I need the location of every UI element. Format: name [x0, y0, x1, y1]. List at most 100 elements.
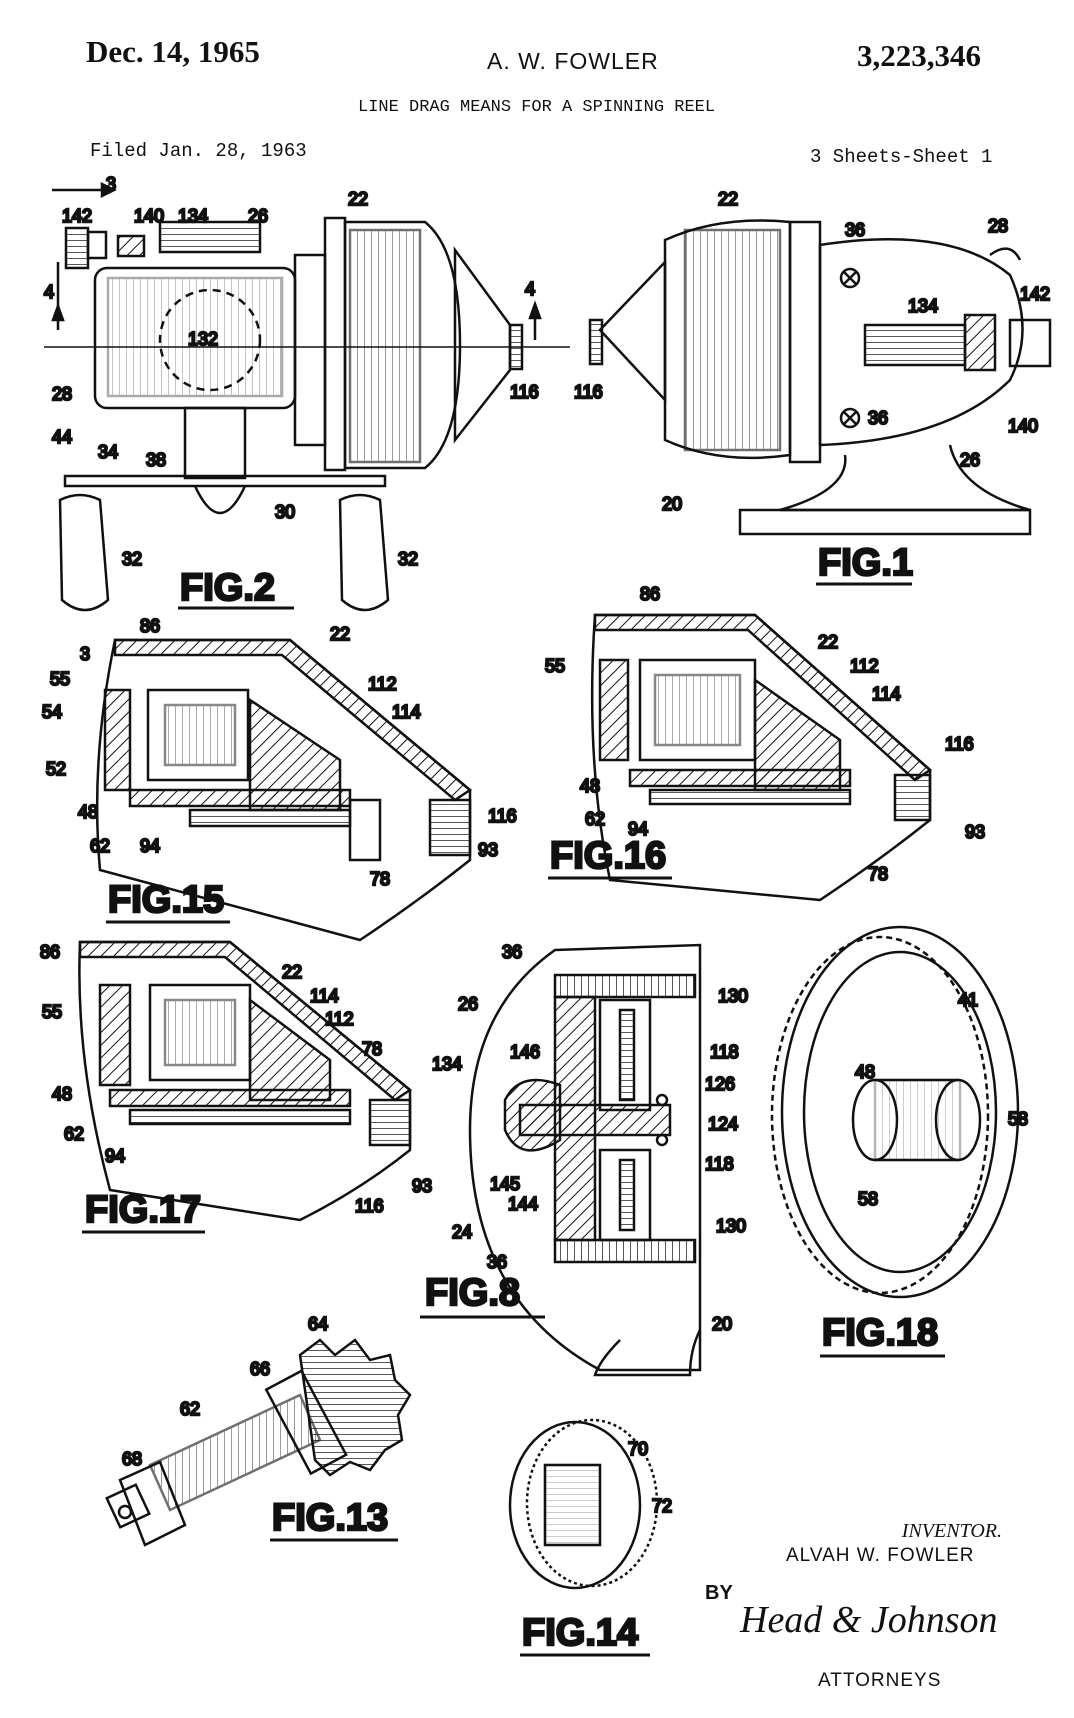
- fig15-label-94: 94: [140, 836, 160, 856]
- fig2-label-32-left: 32: [122, 549, 142, 569]
- fig16-label-114: 114: [872, 684, 901, 704]
- fig2-label-22: 22: [348, 189, 368, 209]
- fig13-title: FIG.13: [272, 1497, 388, 1539]
- fig16-drawing: [590, 613, 933, 902]
- fig8-label-36-bottom: 36: [487, 1252, 507, 1272]
- fig18-label-58-right: 58: [1008, 1109, 1028, 1129]
- fig18-title: FIG.18: [822, 1312, 938, 1354]
- fig2-label-30: 30: [275, 502, 295, 522]
- fig13-label-66: 66: [250, 1359, 270, 1379]
- fig8-title: FIG.8: [425, 1272, 520, 1314]
- inventor-short-name: A. W. FOWLER: [487, 48, 659, 74]
- fig8-label-124: 124: [708, 1114, 738, 1134]
- fig2-label-28: 28: [52, 384, 72, 404]
- fig1-label-36-top: 36: [845, 220, 865, 240]
- fig15-label-48: 48: [78, 802, 98, 822]
- fig13-label-64: 64: [308, 1314, 328, 1334]
- fig1-label-134: 134: [908, 296, 938, 316]
- fig8-label-20: 20: [712, 1314, 732, 1334]
- patent-number: 3,223,346: [857, 38, 981, 73]
- fig18-label-48: 48: [855, 1062, 875, 1082]
- fig8-label-118-bottom: 118: [705, 1154, 734, 1174]
- fig15-label-55: 55: [50, 669, 70, 689]
- fig15-drawing: [95, 638, 473, 942]
- fig17-label-94: 94: [105, 1146, 125, 1166]
- fig17-label-62: 62: [64, 1124, 84, 1144]
- fig8-label-145: 145: [490, 1174, 520, 1194]
- fig16-label-93: 93: [965, 822, 985, 842]
- fig18-label-58-bottom: 58: [858, 1189, 878, 1209]
- fig17-label-116: 116: [355, 1196, 384, 1216]
- patent-date: Dec. 14, 1965: [86, 34, 260, 69]
- fig2-label-34: 34: [98, 442, 118, 462]
- fig2-title: FIG.2: [180, 567, 275, 609]
- patent-title: LINE DRAG MEANS FOR A SPINNING REEL: [358, 98, 716, 117]
- fig15-label-54: 54: [42, 702, 62, 722]
- fig15-label-62: 62: [90, 836, 110, 856]
- fig16-label-94: 94: [628, 819, 648, 839]
- fig17-label-55: 55: [42, 1002, 62, 1022]
- fig15-label-78: 78: [370, 869, 390, 889]
- fig18-drawing: [770, 925, 1020, 1299]
- fig8-drawing: [468, 943, 702, 1377]
- fig8-label-130-bottom: 130: [716, 1216, 746, 1236]
- fig8-label-146: 146: [510, 1042, 540, 1062]
- filed-date: Filed Jan. 28, 1963: [90, 140, 307, 162]
- fig15-label-93: 93: [478, 840, 498, 860]
- fig17-drawing: [78, 940, 413, 1222]
- section-mark-3-top: 3: [106, 174, 116, 194]
- fig16-title: FIG.16: [550, 835, 666, 877]
- fig2-label-38: 38: [146, 450, 166, 470]
- fig14-label-72: 72: [652, 1496, 672, 1516]
- fig15-label-22: 22: [330, 624, 350, 644]
- fig14-drawing: [508, 1418, 659, 1590]
- fig8-label-134: 134: [432, 1054, 462, 1074]
- attorneys-label: ATTORNEYS: [818, 1670, 942, 1691]
- fig13-drawing: [105, 1338, 412, 1547]
- fig2-label-134: 134: [178, 206, 208, 226]
- fig8-label-118-top: 118: [710, 1042, 739, 1062]
- fig2-label-116: 116: [510, 382, 539, 402]
- fig1-label-116: 116: [574, 382, 603, 402]
- fig16-label-116: 116: [945, 734, 974, 754]
- section-mark-4-left: 4: [44, 282, 54, 302]
- fig17-label-114: 114: [310, 986, 339, 1006]
- fig17-label-22: 22: [282, 962, 302, 982]
- fig2-label-44: 44: [52, 427, 72, 447]
- fig8-label-36-top: 36: [502, 942, 522, 962]
- fig1-label-28: 28: [988, 216, 1008, 236]
- fig15-label-114: 114: [392, 702, 421, 722]
- fig1-label-22: 22: [718, 189, 738, 209]
- sheet-count: 3 Sheets-Sheet 1: [810, 146, 993, 168]
- fig1-label-142: 142: [1020, 284, 1050, 304]
- fig1-label-36-bottom: 36: [868, 408, 888, 428]
- attorney-signature: Head & Johnson: [740, 1599, 998, 1641]
- fig8-label-144: 144: [508, 1194, 538, 1214]
- section-mark-3-mid: 3: [80, 644, 90, 664]
- inventor-name: ALVAH W. FOWLER: [786, 1545, 975, 1566]
- fig17-title: FIG.17: [85, 1189, 201, 1231]
- fig16-label-112: 112: [850, 656, 879, 676]
- fig2-label-132: 132: [188, 329, 218, 349]
- fig15-label-86: 86: [140, 616, 160, 636]
- fig16-label-86: 86: [640, 584, 660, 604]
- fig17-label-48: 48: [52, 1084, 72, 1104]
- fig8-label-26: 26: [458, 994, 478, 1014]
- fig18-label-41: 41: [958, 990, 978, 1010]
- fig17-label-78: 78: [362, 1039, 382, 1059]
- fig16-label-48: 48: [580, 776, 600, 796]
- fig2-label-32-right: 32: [398, 549, 418, 569]
- fig8-label-130-top: 130: [718, 986, 748, 1006]
- fig2-label-26: 26: [248, 206, 268, 226]
- inventor-heading: INVENTOR.: [901, 1520, 1002, 1542]
- fig2-label-140: 140: [134, 206, 164, 226]
- fig15-label-52: 52: [46, 759, 66, 779]
- fig13-label-62: 62: [180, 1399, 200, 1419]
- fig16-label-55: 55: [545, 656, 565, 676]
- fig15-label-112: 112: [368, 674, 397, 694]
- fig8-label-126: 126: [705, 1074, 735, 1094]
- section-mark-4-right: 4: [525, 279, 535, 299]
- by-label: BY: [705, 1582, 733, 1604]
- fig8-label-24: 24: [452, 1222, 472, 1242]
